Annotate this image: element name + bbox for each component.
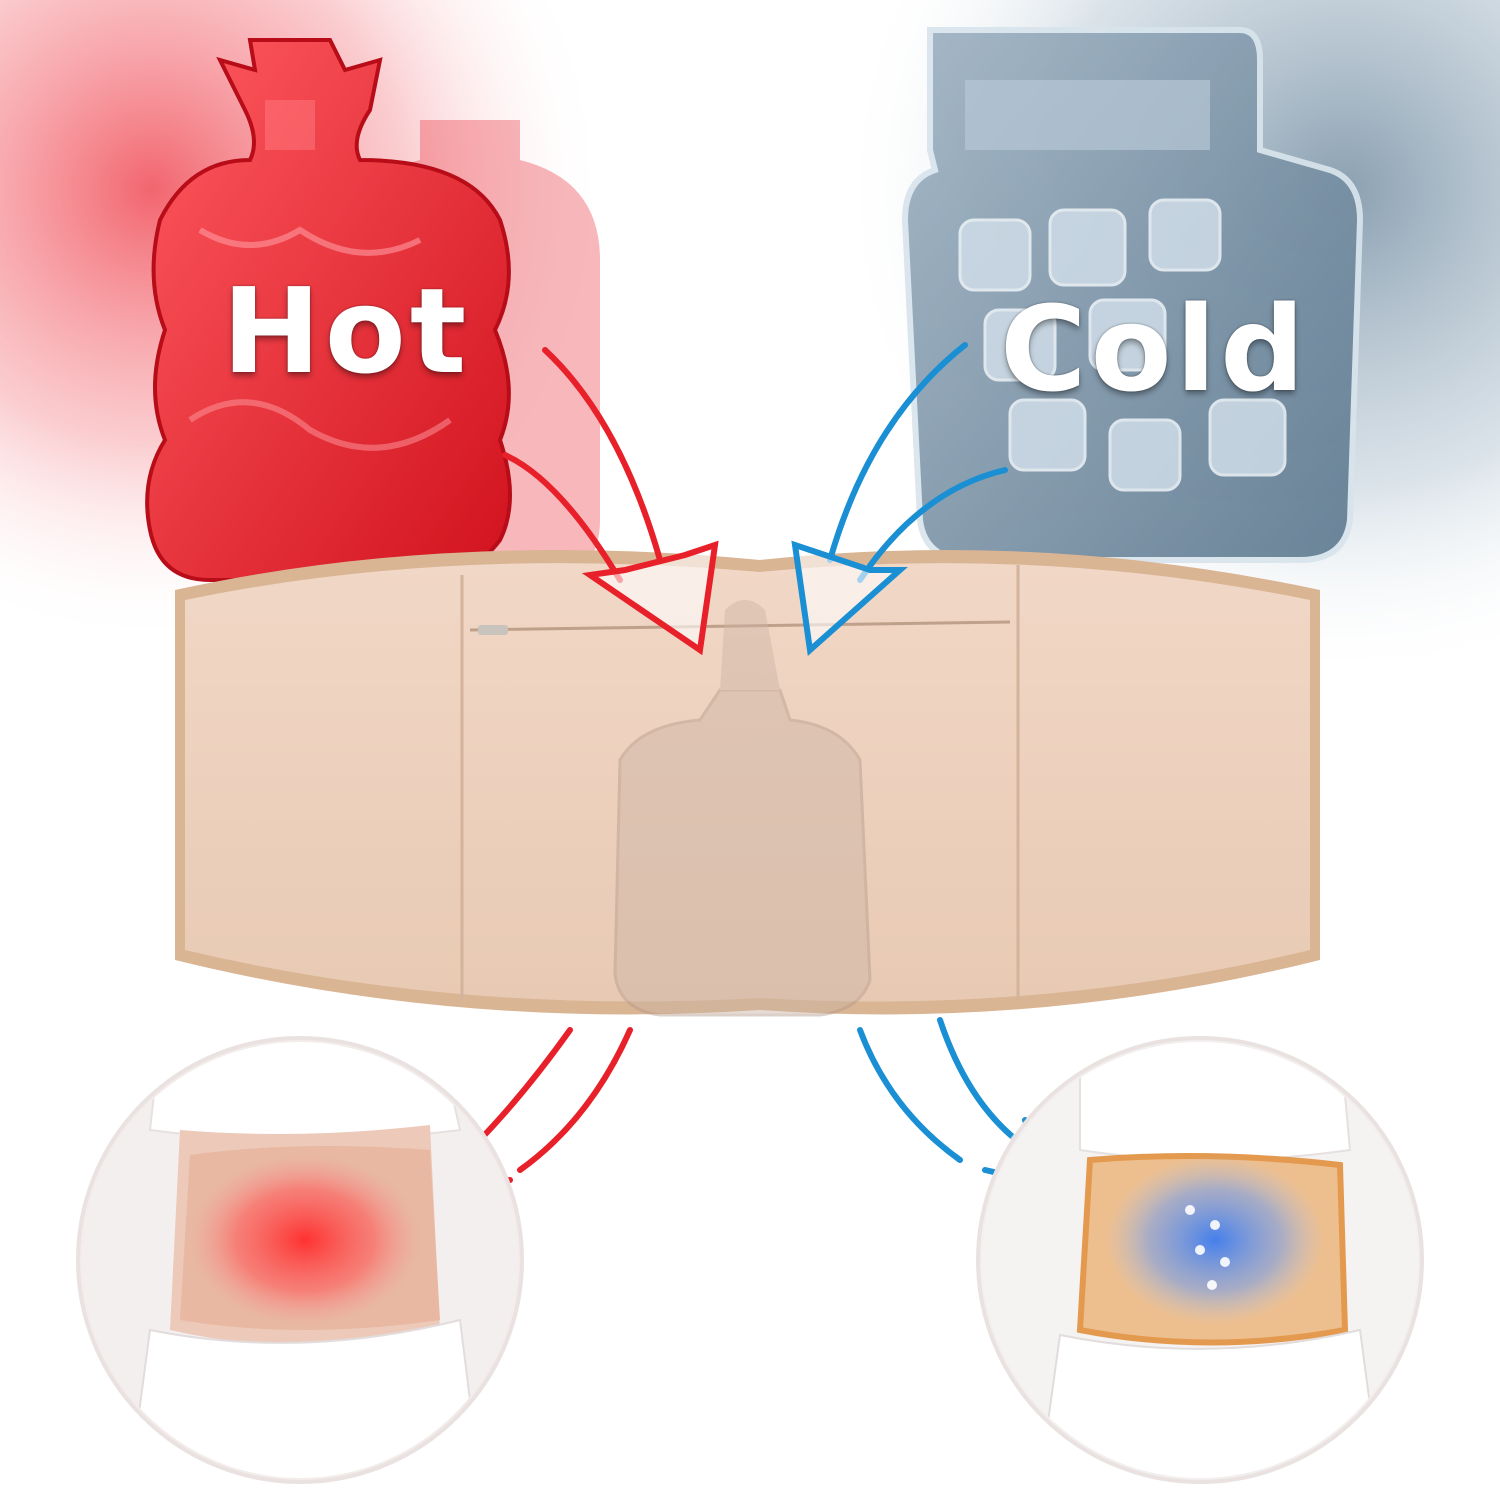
hot-label: Hot: [222, 262, 471, 400]
waist-belt-icon: [175, 550, 1320, 1017]
hot-application-photo: [76, 1036, 524, 1484]
inner-bottle-icon: [613, 600, 872, 1017]
cold-application-photo: [976, 1036, 1424, 1484]
hot-water-bottle-icon: [145, 38, 600, 582]
cold-label: Cold: [1000, 280, 1309, 418]
ice-gel-pack-icon: [901, 27, 1364, 563]
